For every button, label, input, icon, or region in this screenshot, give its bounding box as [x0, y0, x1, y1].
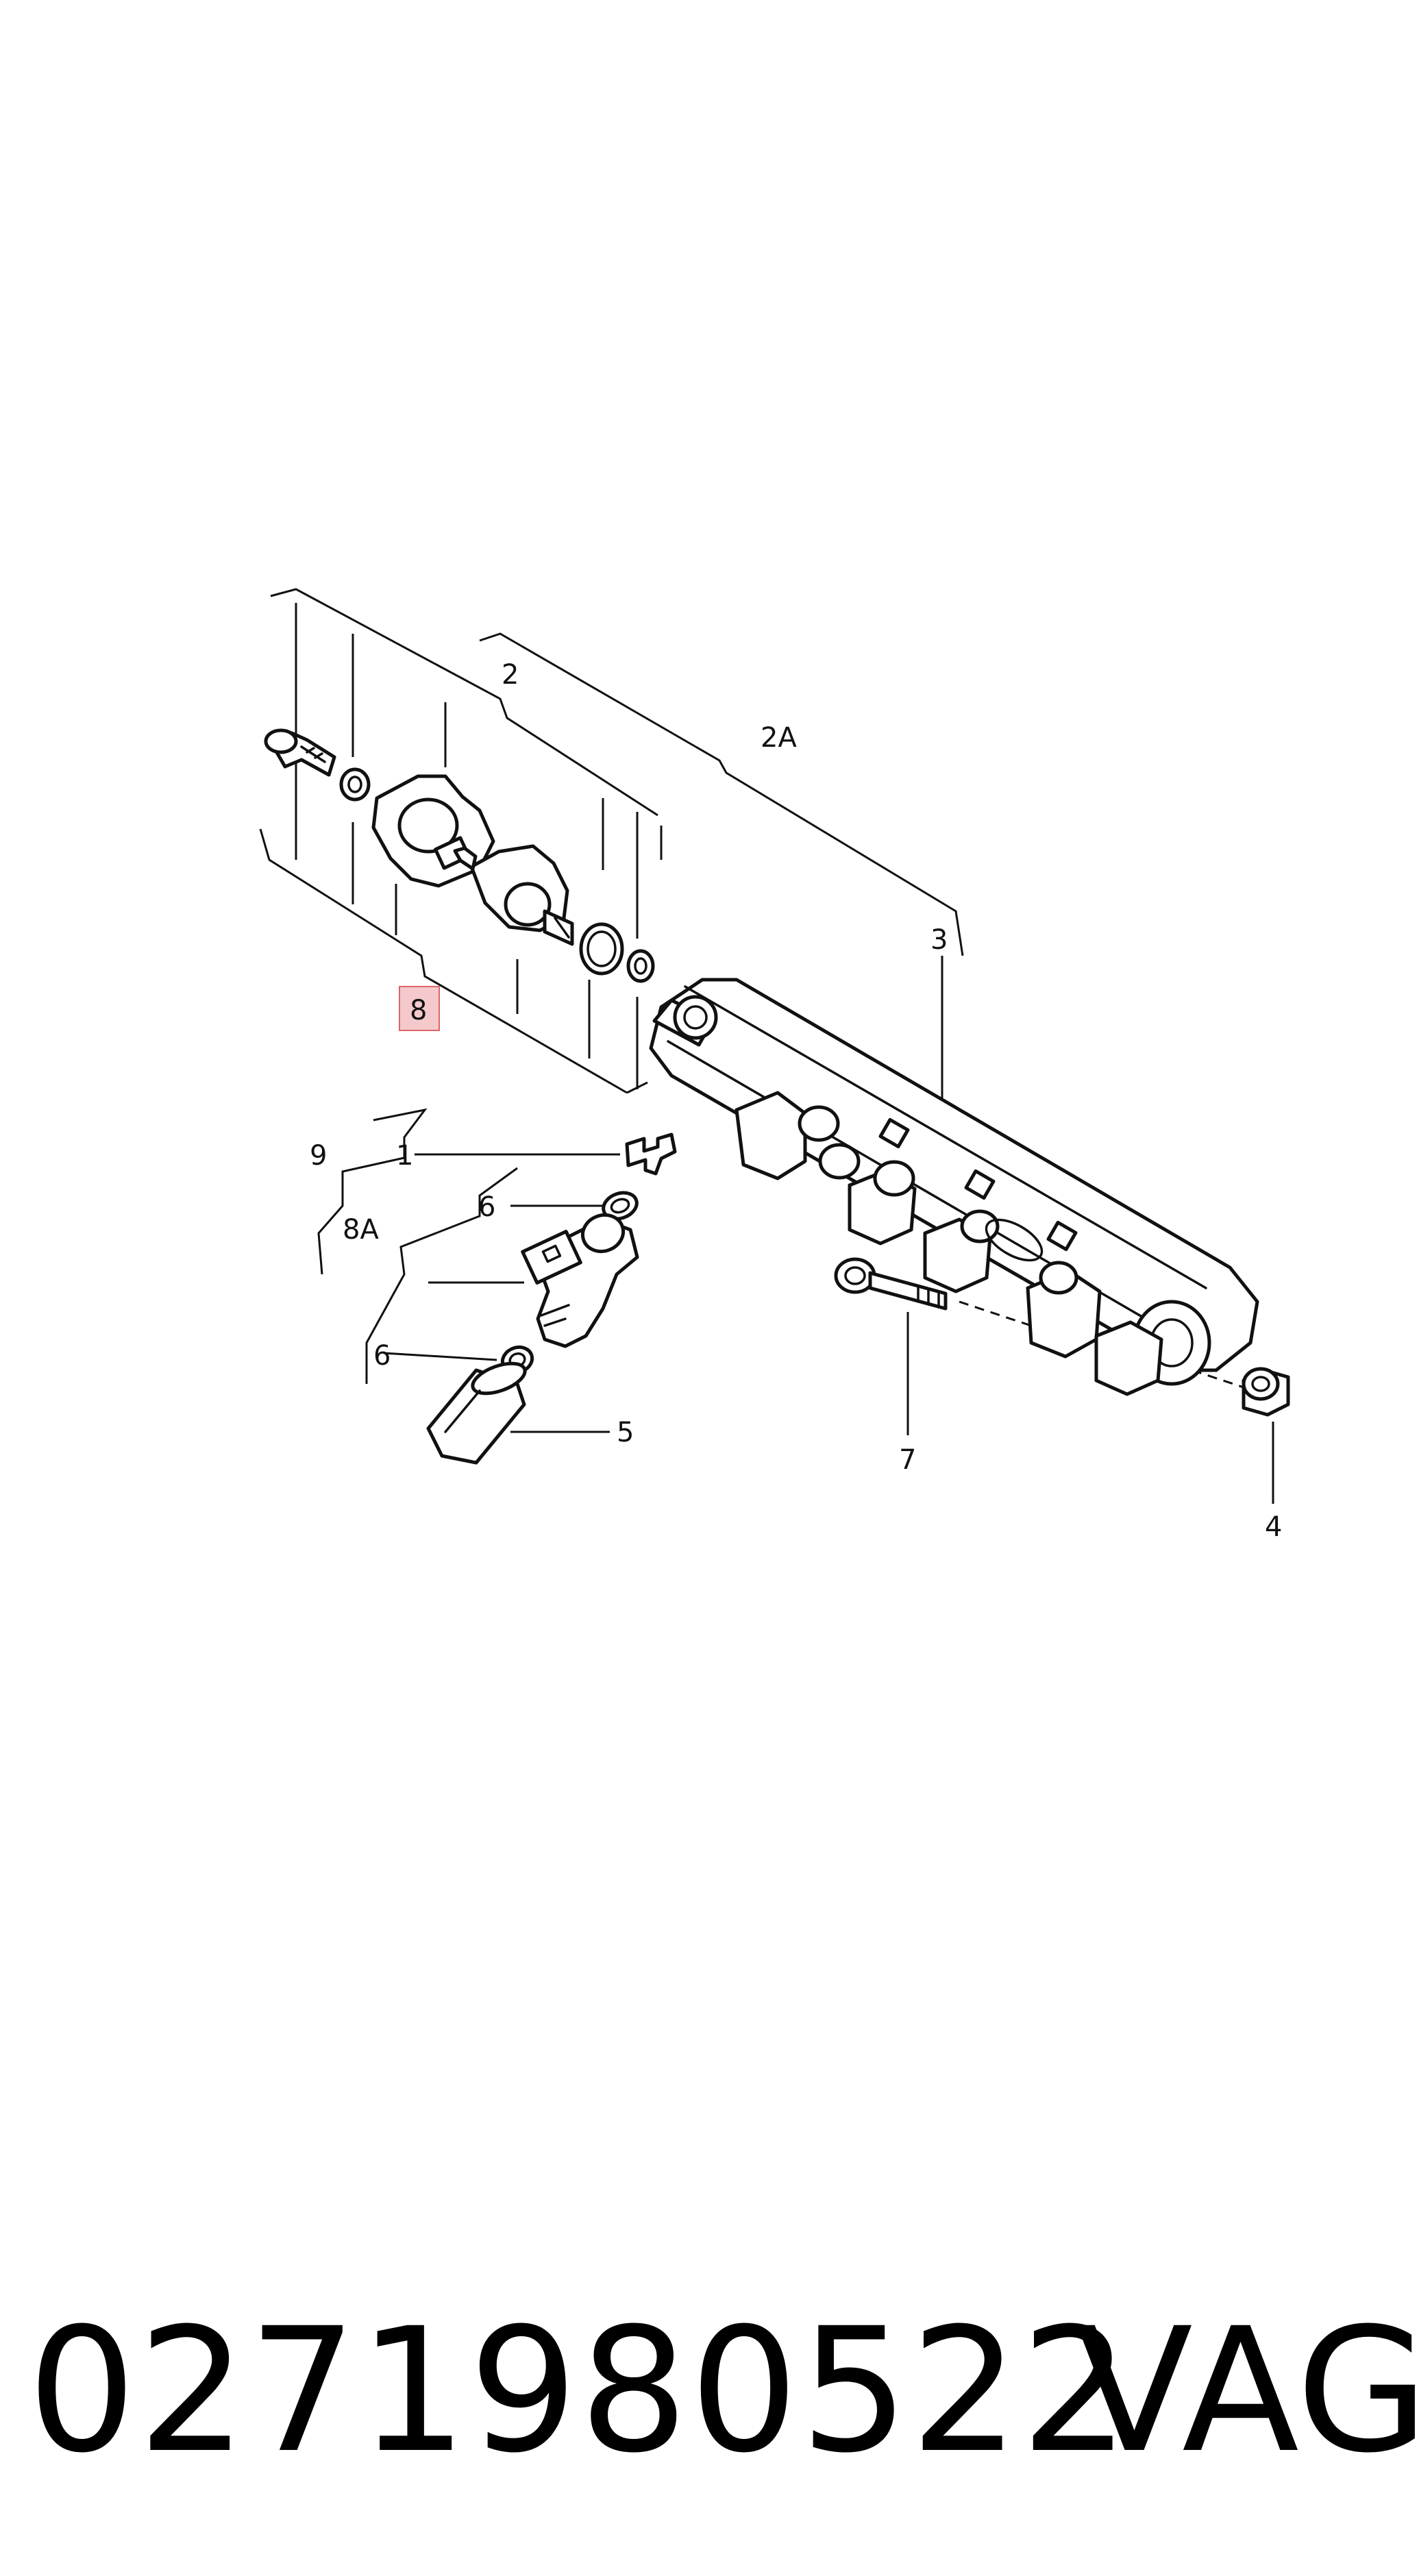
label-9: 9: [310, 1140, 327, 1172]
label-8: 8: [410, 995, 427, 1026]
label-6-lower: 6: [373, 1340, 391, 1372]
screw-part: [264, 728, 336, 777]
footer: 0271980522 VAG: [0, 2288, 1419, 2494]
label-8-highlight: [399, 986, 440, 1031]
o-ring-small-part: [626, 949, 655, 983]
sleeve-part: [426, 1361, 527, 1465]
label-7: 7: [899, 1444, 916, 1476]
bracket-lines: [259, 588, 1274, 1504]
label-4: 4: [1265, 1511, 1282, 1543]
parts-diagram: 2 2A 3 8 9 1 6 8A 6 5 7 4: [259, 588, 1290, 1543]
injector-part: [521, 1213, 639, 1348]
part-number: 0271980522: [27, 2291, 1131, 2490]
clip-part: [625, 1132, 677, 1176]
bolt-part: [834, 1257, 948, 1311]
label-5: 5: [617, 1417, 634, 1448]
spacer-part: [1242, 1367, 1290, 1417]
label-8a: 8A: [343, 1214, 379, 1246]
label-2: 2: [502, 659, 519, 691]
label-1: 1: [396, 1140, 413, 1172]
fuel-rail-part: [649, 978, 1259, 1396]
brand-name: VAG: [1076, 2291, 1419, 2490]
label-2a: 2A: [761, 722, 797, 754]
washer-part: [339, 767, 371, 802]
o-ring-6-upper-part: [602, 1191, 639, 1221]
label-6-upper: 6: [478, 1191, 495, 1223]
pressure-regulator-part: [453, 844, 574, 946]
label-3: 3: [930, 924, 948, 956]
